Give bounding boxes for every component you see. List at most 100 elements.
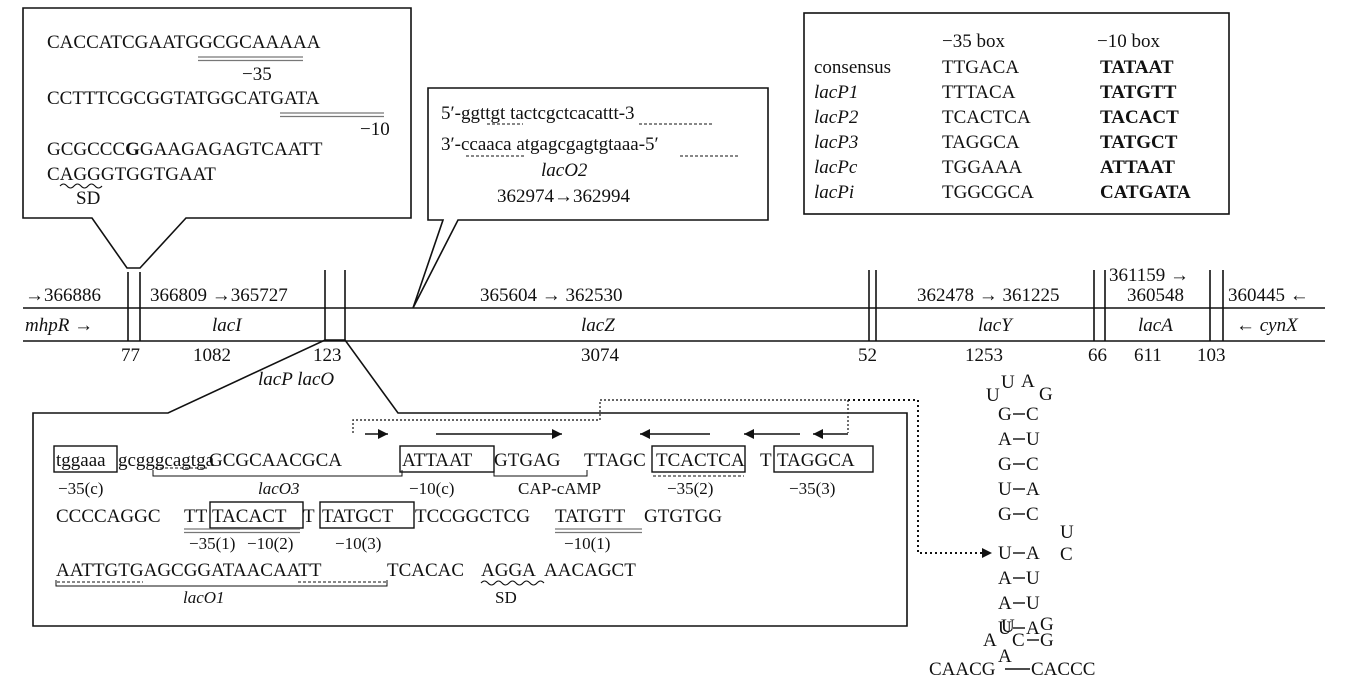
hairpin-base-left: CAACG — [929, 659, 996, 680]
hairpin-base: A — [1026, 543, 1040, 564]
svg-text:U: U — [1001, 616, 1015, 637]
hairpin-base-right: CACCC — [1031, 659, 1095, 680]
svg-text:U: U — [986, 385, 1000, 406]
promoter-operator-label: lacP lacO — [258, 369, 334, 390]
lacO2-callout: 5′-ggttgt tactcgctcacattt-3 3′-ccaaca at… — [412, 87, 769, 309]
coord-lacY: 362478 → 361225 — [917, 285, 1060, 306]
svg-text:A: A — [983, 630, 997, 651]
callout-line-2: CCTTTCGCGGTATGGCATGATA — [47, 88, 320, 109]
coord-lacA-end: 360548 — [1127, 285, 1184, 306]
svg-text:U: U — [1060, 522, 1074, 543]
len-lacA: 611 — [1134, 345, 1162, 366]
coord-mhpR: →366886 — [25, 285, 101, 306]
lacO2-name: lacO2 — [541, 160, 588, 181]
lacO1-bracket — [55, 580, 388, 587]
label-m10-3: −10(3) — [335, 534, 381, 553]
bottom-frame — [32, 339, 908, 627]
promoter-minus10: ATTAAT — [1100, 157, 1175, 178]
gene-lacZ: lacZ — [581, 315, 615, 336]
hairpin-base: A — [998, 568, 1012, 589]
hairpin-base: C — [1026, 454, 1039, 475]
label-m10-2: −10(2) — [247, 534, 293, 553]
coord-lacI: 366809 →365727 — [150, 285, 288, 306]
hairpin-base: U — [1026, 429, 1040, 450]
genome-map: →366886 366809 →365727 365604 → 362530 3… — [23, 265, 1325, 390]
seq-row-1: tggaaa gcgggcagtga GCGCAACGCA ATTAAT GTG… — [56, 450, 855, 471]
seq-row-2: CCCCAGGC TT TACACT T TATGCT TCCGGCTCG TA… — [56, 506, 722, 527]
lacO2-coords: 362974→362994 — [497, 186, 631, 207]
label-m35-3: −35(3) — [789, 479, 835, 498]
row2-boxes — [209, 501, 415, 529]
promoter-minus10: TATGCT — [1100, 132, 1178, 153]
promoter-minus35: TTTACA — [942, 82, 1016, 103]
svg-text:A: A — [1021, 371, 1035, 392]
callout-line-1: CACCATCGAATGGCGCAAAAA — [47, 32, 321, 53]
lacO2-strand-bottom: 3′-ccaaca atgagcgagtgtaaa-5′ — [441, 134, 659, 155]
hairpin-base: C — [1026, 504, 1039, 525]
promoter-minus35: TCACTCA — [942, 107, 1031, 128]
promoter-minus10: TACACT — [1100, 107, 1179, 128]
hairpin-base: C — [1026, 404, 1039, 425]
terminator-bracket — [352, 399, 849, 433]
promoter-minus10: CATGATA — [1100, 182, 1191, 203]
gene-boundaries — [127, 270, 1224, 341]
row1-boxes — [53, 445, 874, 473]
bottom-callout: tggaaa gcgggcagtga GCGCAACGCA ATTAAT GTG… — [32, 339, 992, 627]
len-lacI: 1082 — [193, 345, 231, 366]
promoter-minus35: TGGCGCA — [942, 182, 1034, 203]
hairpin-base: A — [1026, 618, 1040, 639]
gene-lacI: lacI — [212, 315, 243, 336]
gene-lacY: lacY — [978, 315, 1014, 336]
callout-line-4: CAGGGTGGTGAAT — [47, 164, 216, 185]
label-m35c: −35(c) — [58, 479, 103, 498]
promoter-name: lacP1 — [814, 82, 858, 103]
hairpin-base: G — [998, 504, 1012, 525]
svg-text:G: G — [1039, 384, 1053, 405]
promoter-minus35: TTGACA — [942, 57, 1019, 78]
promoter-minus10: TATAAT — [1100, 57, 1174, 78]
label-m10-1: −10(1) — [564, 534, 610, 553]
gene-lacA: lacA — [1138, 315, 1173, 336]
label-m35-2: −35(2) — [667, 479, 713, 498]
promoter-name: lacPc — [814, 157, 858, 178]
row1-brackets — [152, 467, 744, 477]
promoter-name: lacPi — [814, 182, 854, 203]
coord-cynX: 360445 ← — [1228, 285, 1309, 306]
gene-mhpR: mhpR → — [25, 315, 93, 336]
header-35: −35 box — [942, 31, 1005, 52]
label-lacO1: lacO1 — [183, 588, 225, 607]
terminator-pointer — [848, 399, 985, 554]
top-left-callout: CACCATCGAATGGCGCAAAAA −35 CCTTTCGCGGTATG… — [22, 7, 412, 269]
lacO2-strand-top: 5′-ggttgt tactcgctcacattt-3 — [441, 103, 635, 124]
hairpin-base: U — [998, 618, 1012, 639]
hairpin-base: U — [1026, 568, 1040, 589]
coord-lacA-start: 361159 → — [1109, 265, 1189, 286]
len-123: 123 — [313, 345, 342, 366]
promoter-minus35: TGGAAA — [942, 157, 1022, 178]
label-cap: CAP-cAMP — [518, 479, 601, 498]
promoter-name: consensus — [814, 57, 891, 78]
hairpin-base: U — [998, 543, 1012, 564]
gene-cynX: ← cynX — [1236, 315, 1299, 336]
seq-row-3: AATTGTGAGCGGATAACAATT TCACAC AGGA AACAGC… — [56, 560, 636, 581]
hairpin-base: A — [998, 429, 1012, 450]
svg-text:G: G — [1040, 630, 1054, 651]
hairpin-base: U — [1026, 593, 1040, 614]
table-frame — [803, 12, 1230, 215]
label-minus10: −10 — [360, 119, 390, 140]
label-lacO3: lacO3 — [258, 479, 300, 498]
len-lacY: 1253 — [965, 345, 1003, 366]
label-sd-bottom: SD — [495, 588, 517, 607]
hairpin-base: A — [1026, 479, 1040, 500]
sd-wavy-underline — [59, 183, 103, 189]
len-52: 52 — [858, 345, 877, 366]
promoter-name: lacP2 — [814, 107, 859, 128]
hairpin-base: G — [998, 404, 1012, 425]
len-lacZ: 3074 — [581, 345, 620, 366]
callout-line-3: GCGCCCGGAAGAGAGTCAATT — [47, 139, 323, 160]
